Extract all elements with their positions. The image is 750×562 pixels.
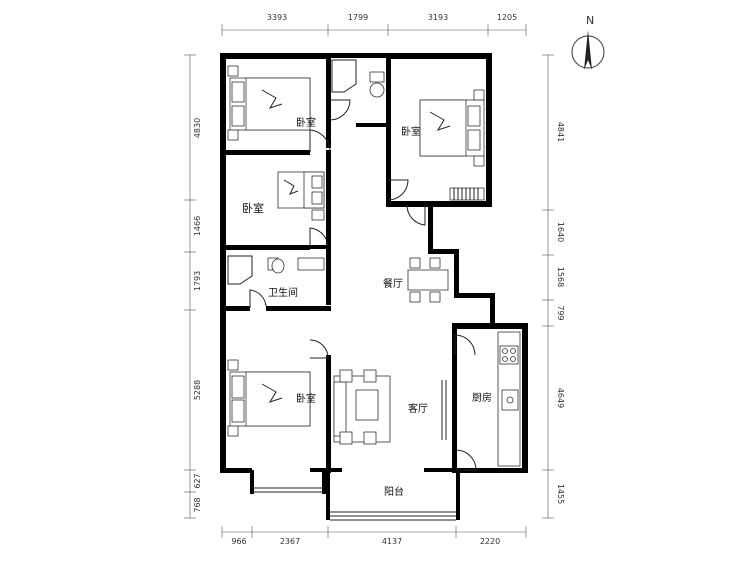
room-label-balcony: 阳台 [384, 485, 404, 498]
dim-top-4: 1205 [497, 13, 517, 22]
room-label-bedroom-nw: 卧室 [296, 116, 316, 129]
dim-left-2: 1466 [193, 216, 202, 236]
dim-top-2: 1799 [348, 13, 368, 22]
bathroom-fixtures [227, 255, 325, 285]
compass-north-label: N [586, 14, 594, 27]
room-label-bedroom-mid: 卧室 [242, 201, 264, 215]
dim-bottom-4: 2220 [480, 537, 500, 546]
kitchen-fixtures [497, 331, 521, 467]
dim-right-1: 4841 [556, 122, 565, 142]
dim-right-2: 1640 [556, 222, 565, 242]
dim-bottom-3: 4137 [382, 537, 402, 546]
dim-right-6: 1455 [556, 484, 565, 504]
dining-set [407, 257, 449, 303]
walls [220, 53, 528, 520]
room-label-dining: 餐厅 [383, 277, 403, 290]
bed-nw [227, 65, 311, 141]
dim-left-3: 1793 [193, 271, 202, 291]
dim-right-4: 799 [556, 305, 565, 320]
room-label-living: 客厅 [408, 402, 428, 415]
dim-left-5: 627 [193, 473, 202, 488]
bathroom-top-fixtures [331, 59, 385, 98]
bed-ne [419, 89, 485, 201]
room-label-bedroom-sw: 卧室 [296, 392, 316, 405]
dimension-lines [184, 24, 554, 538]
dim-left-6: 768 [193, 497, 202, 512]
room-label-kitchen: 厨房 [472, 391, 492, 404]
dim-bottom-2: 2367 [280, 537, 300, 546]
living-furniture [333, 369, 447, 445]
windows [252, 487, 456, 521]
bed-mid [277, 171, 325, 221]
north-arrow-icon [584, 30, 592, 70]
dim-left-4: 5288 [193, 380, 202, 400]
room-label-bathroom: 卫生间 [268, 286, 298, 299]
dimension-labels: 3393 1799 3193 1205 966 2367 4137 2220 4… [193, 13, 565, 546]
room-label-bedroom-ne: 卧室 [401, 125, 421, 138]
north-compass: N [571, 14, 605, 70]
dim-top-1: 3393 [267, 13, 287, 22]
bed-sw [227, 359, 311, 437]
doors [249, 99, 477, 471]
room-labels: 卧室 卧室 卧室 卫生间 餐厅 卧室 客厅 厨房 阳台 [242, 116, 492, 498]
dim-right-3: 1568 [556, 267, 565, 287]
dim-left-1: 4830 [193, 118, 202, 138]
dim-top-3: 3193 [428, 13, 448, 22]
dim-right-5: 4649 [556, 388, 565, 408]
dim-bottom-1: 966 [231, 537, 246, 546]
